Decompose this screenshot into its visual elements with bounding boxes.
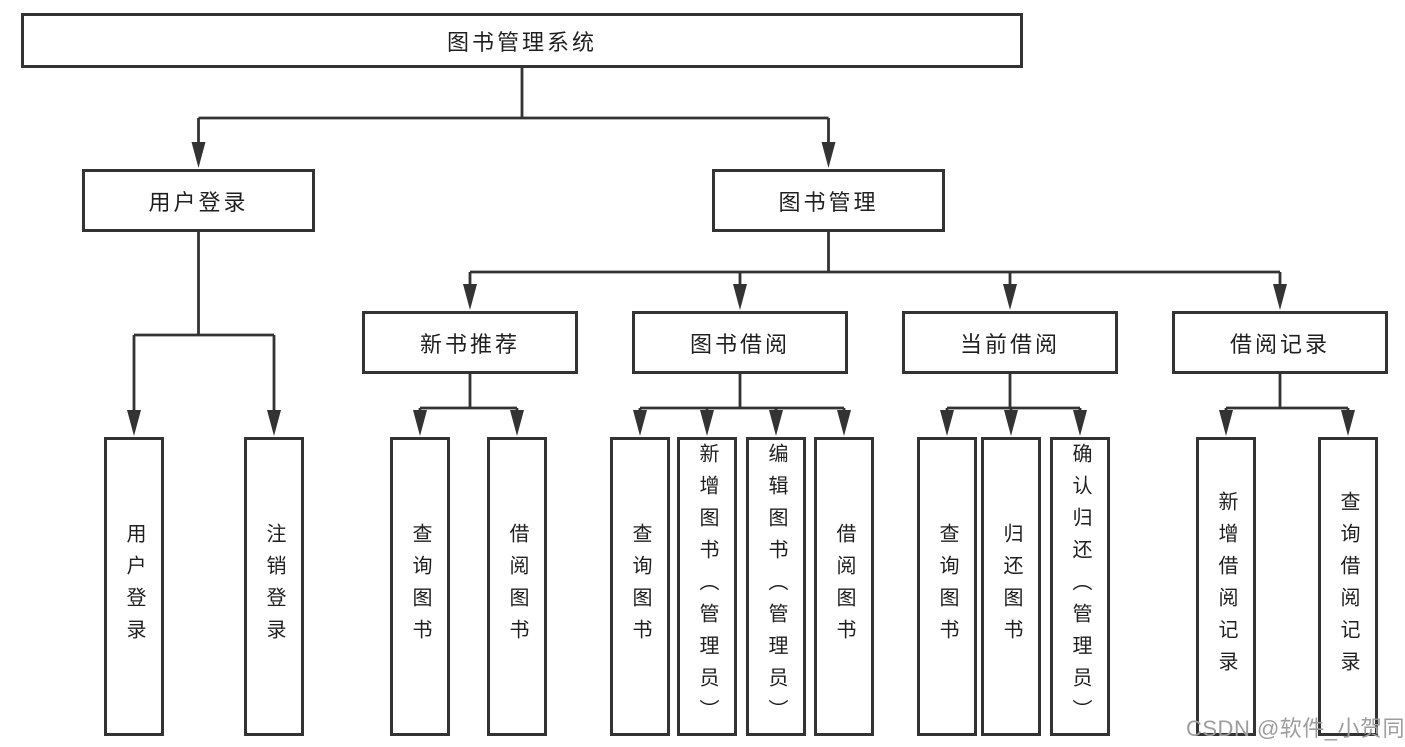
leaf-label: 借阅图书 [506, 522, 528, 651]
leaf-query-book-borrow: 查询图书 [610, 437, 670, 736]
edge-borrow-record-to-children [1219, 374, 1355, 436]
node-label: 图书管理 [778, 189, 879, 215]
node-label: 图书借阅 [689, 331, 790, 357]
node-label: 新书推荐 [419, 331, 520, 357]
edge-root-to-level2 [191, 68, 836, 168]
leaf-add-borrow-record: 新增借阅记录 [1196, 437, 1256, 736]
node-label: 借阅记录 [1229, 331, 1330, 357]
node-label: 用户登录 [148, 189, 249, 215]
edge-user-login-to-children [127, 232, 281, 436]
leaf-return-book: 归还图书 [981, 437, 1041, 736]
leaf-add-book-admin: 新增图书（管理员） [677, 437, 737, 736]
leaf-confirm-return-admin: 确认归还（管理员） [1050, 437, 1110, 736]
leaf-borrow-book: 借阅图书 [814, 437, 874, 736]
leaf-label: 查询图书 [629, 522, 651, 651]
leaf-label: 查询图书 [936, 522, 958, 651]
leaf-user-login: 用户登录 [104, 437, 164, 736]
leaf-label: 编辑图书（管理员） [765, 442, 787, 731]
leaf-logout: 注销登录 [244, 437, 304, 736]
leaf-label: 查询借阅记录 [1337, 490, 1359, 683]
node-current-borrow: 当前借阅 [902, 311, 1118, 374]
node-book-borrow: 图书借阅 [632, 311, 848, 374]
leaf-label: 新增图书（管理员） [696, 442, 718, 731]
edge-book-borrow-to-children [633, 374, 851, 436]
leaf-label: 新增借阅记录 [1215, 490, 1237, 683]
edge-new-book-recommend-to-children [413, 374, 524, 436]
leaf-label: 用户登录 [123, 522, 145, 651]
edge-book-management-to-level3 [463, 232, 1287, 310]
edge-current-borrow-to-children [940, 374, 1087, 436]
node-borrow-record: 借阅记录 [1172, 311, 1388, 374]
leaf-query-borrow-record: 查询借阅记录 [1318, 437, 1378, 736]
leaf-label: 归还图书 [1000, 522, 1022, 651]
leaf-label: 注销登录 [263, 522, 285, 651]
node-label: 当前借阅 [959, 331, 1060, 357]
node-library-management-system: 图书管理系统 [21, 13, 1023, 68]
leaf-query-book-current: 查询图书 [917, 437, 977, 736]
leaf-label: 借阅图书 [833, 522, 855, 651]
node-user-login: 用户登录 [82, 169, 315, 232]
leaf-label: 确认归还（管理员） [1069, 442, 1091, 731]
leaf-label: 查询图书 [409, 522, 431, 651]
node-book-management: 图书管理 [712, 169, 945, 232]
leaf-edit-book-admin: 编辑图书（管理员） [746, 437, 806, 736]
node-label: 图书管理系统 [446, 29, 597, 55]
leaf-borrow-book-recommend: 借阅图书 [487, 437, 547, 736]
node-new-book-recommend: 新书推荐 [362, 311, 578, 374]
csdn-watermark: CSDN @软件_小贺同学 [1186, 716, 1405, 741]
leaf-query-book-recommend: 查询图书 [390, 437, 450, 736]
